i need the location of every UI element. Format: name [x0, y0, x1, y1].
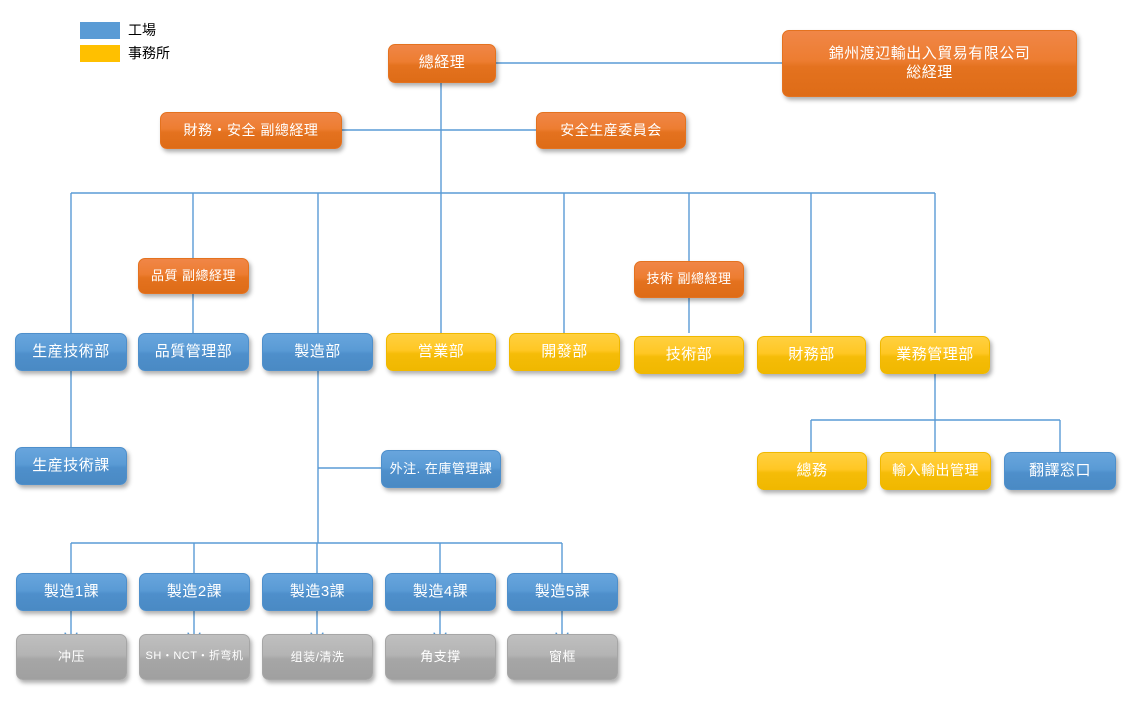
node-mfg-4[interactable]: 製造4課: [385, 573, 496, 611]
node-safety-production-committee[interactable]: 安全生産委員会: [536, 112, 686, 149]
node-dept-production-tech[interactable]: 生産技術部: [15, 333, 127, 371]
node-proc-5[interactable]: 窗框: [507, 634, 618, 680]
legend-swatch-yellow: [80, 44, 120, 62]
node-proc-3[interactable]: 组装/清洗: [262, 634, 373, 680]
node-finance-safety-deputy[interactable]: 財務・安全 副總経理: [160, 112, 342, 149]
node-dept-finance[interactable]: 財務部: [757, 336, 866, 374]
node-dept-development[interactable]: 開發部: [509, 333, 620, 371]
node-proc-4[interactable]: 角支撑: [385, 634, 496, 680]
node-parent-company[interactable]: 錦州渡辺輸出入貿易有限公司 総経理: [782, 30, 1077, 97]
node-sec-general-affairs[interactable]: 總務: [757, 452, 867, 490]
node-dept-technology[interactable]: 技術部: [634, 336, 744, 374]
node-mfg-1[interactable]: 製造1課: [16, 573, 127, 611]
node-mfg-2[interactable]: 製造2課: [139, 573, 250, 611]
legend: 工場 事務所: [80, 20, 170, 66]
node-dept-sales[interactable]: 営業部: [386, 333, 496, 371]
node-mfg-5[interactable]: 製造5課: [507, 573, 618, 611]
node-sec-production-tech[interactable]: 生産技術課: [15, 447, 127, 485]
node-quality-deputy[interactable]: 品質 副總経理: [138, 258, 249, 294]
node-proc-2[interactable]: SH・NCT・折弯机: [139, 634, 250, 680]
node-dept-quality-mgmt[interactable]: 品質管理部: [138, 333, 249, 371]
legend-item-factory: 工場: [80, 20, 170, 40]
legend-label-factory: 工場: [128, 22, 156, 38]
node-dept-business-mgmt[interactable]: 業務管理部: [880, 336, 990, 374]
node-sec-translation-window[interactable]: 翻譯窓口: [1004, 452, 1116, 490]
node-mfg-3[interactable]: 製造3課: [262, 573, 373, 611]
legend-item-office: 事務所: [80, 43, 170, 63]
node-sec-outsourcing-inventory[interactable]: 外注. 在庫管理課: [381, 450, 501, 488]
legend-swatch-blue: [80, 21, 120, 39]
node-sec-import-export[interactable]: 輸入輸出管理: [880, 452, 991, 490]
node-dept-manufacturing[interactable]: 製造部: [262, 333, 373, 371]
node-general-manager[interactable]: 總経理: [388, 44, 496, 83]
legend-label-office: 事務所: [128, 45, 170, 61]
node-proc-1[interactable]: 冲压: [16, 634, 127, 680]
node-tech-deputy[interactable]: 技術 副總経理: [634, 261, 744, 298]
